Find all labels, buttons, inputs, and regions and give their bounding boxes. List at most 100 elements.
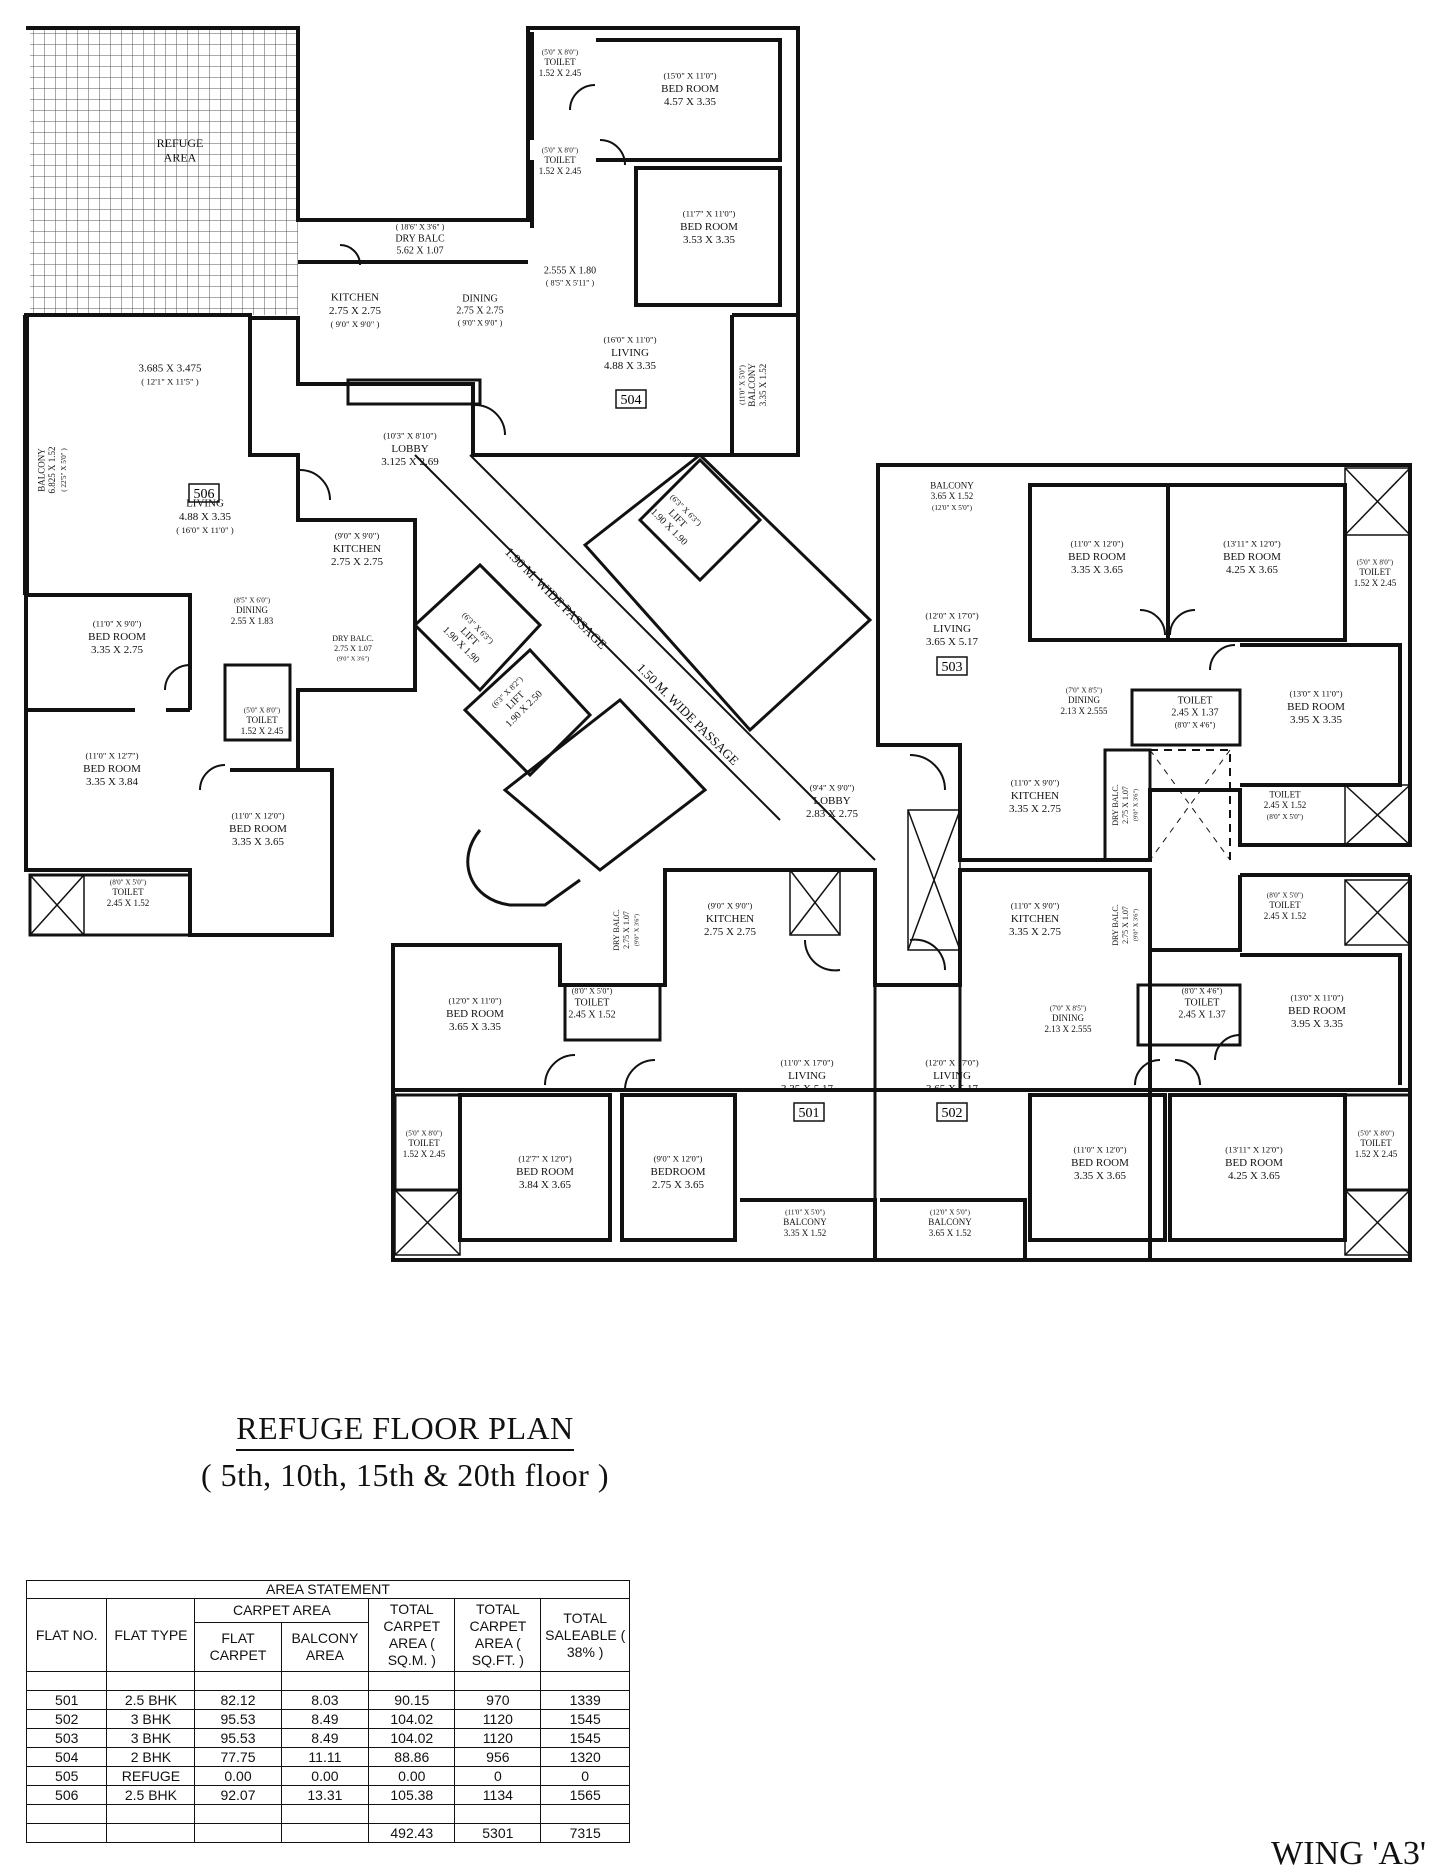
table-cell: 90.15 <box>368 1690 456 1710</box>
area-table-caption: AREA STATEMENT <box>26 1580 630 1599</box>
room-text: 3.53 X 3.35 <box>683 234 735 246</box>
table-cell: 2 BHK <box>106 1747 196 1767</box>
room-text: (5'0" X 8'0") <box>542 48 579 56</box>
room-text: TOILET <box>408 1138 440 1148</box>
room-text: (16'0" X 11'0") <box>603 335 656 345</box>
room-text: 3.35 X 3.84 <box>86 776 138 788</box>
room-text: KITCHEN <box>1011 790 1059 802</box>
room-text: (11'0" X 17'0") <box>780 1058 833 1068</box>
room-text: TOILET <box>1185 998 1220 1009</box>
table-cell <box>194 1671 282 1691</box>
room-text: 3.35 X 2.75 <box>91 644 143 656</box>
room-text: (12'0" X 11'0") <box>448 996 501 1006</box>
room-text: TOILET <box>1178 696 1213 707</box>
room-text: BED ROOM <box>88 631 146 643</box>
room-text: (5'0" X 8'0") <box>542 146 579 154</box>
room-text: 1.52 X 2.45 <box>403 1149 446 1159</box>
table-cell: 505 <box>25 1766 108 1786</box>
room-text: (11'0" X 12'0") <box>1073 1145 1126 1155</box>
room-text: 2.75 X 2.75 <box>329 305 381 317</box>
table-cell: 2.5 BHK <box>106 1690 196 1710</box>
table-cell: 88.86 <box>368 1747 456 1767</box>
flat-number-boxes: 504 506 503 501 502 <box>188 389 968 1122</box>
area-statement-table: AREA STATEMENT FLAT NO. FLAT TYPE CARPET… <box>25 1580 630 1843</box>
room-text: BED ROOM <box>1223 551 1281 563</box>
room-text: 2.45 X 1.52 <box>107 898 150 908</box>
room-text: 2.13 X 2.555 <box>1045 1024 1092 1034</box>
table-cell: 0.00 <box>368 1766 456 1786</box>
table-cell: 1134 <box>454 1785 542 1805</box>
table-cell <box>454 1671 542 1691</box>
table-cell: 104.02 <box>368 1728 456 1748</box>
room-text: 1.52 X 2.45 <box>1355 1149 1398 1159</box>
room-text: 2.555 X 1.80 <box>544 266 596 277</box>
table-cell: 105.38 <box>368 1785 456 1805</box>
table-cell: 970 <box>454 1690 542 1710</box>
room-text: DRY BALC. <box>1111 904 1120 946</box>
table-cell: 492.43 <box>368 1823 456 1843</box>
door-swings <box>164 84 1241 1091</box>
room-text: (9'0" X 3'6") <box>633 914 640 946</box>
room-text: (8'0" X 4'6") <box>1175 721 1216 730</box>
room-text: (11'0" X 5'0") <box>738 365 746 405</box>
table-cell: 504 <box>25 1747 108 1767</box>
room-text: (8'0" X 5'0") <box>1267 813 1304 821</box>
room-text: 3.35 X 5.17 <box>781 1083 833 1095</box>
room-text: (9'0" X 3'6") <box>1132 789 1139 821</box>
room-text: 2.45 X 1.52 <box>568 1010 615 1021</box>
flat-number-503: 503 <box>942 660 963 675</box>
room-text: 2.75 X 2.75 <box>456 306 503 317</box>
room-text: LIVING <box>611 347 649 359</box>
table-cell: 503 <box>25 1728 108 1748</box>
room-text: (10'3" X 8'10") <box>383 431 436 441</box>
room-text: 4.57 X 3.35 <box>664 96 716 108</box>
room-text: TOILET <box>1269 789 1301 799</box>
table-cell: 7315 <box>540 1823 630 1843</box>
room-text: (8'5" X 6'0") <box>234 596 271 604</box>
table-cell: REFUGE <box>106 1766 196 1786</box>
room-text: (13'0" X 11'0") <box>1289 689 1342 699</box>
room-text: DRY BALC. <box>612 909 621 951</box>
room-text: ( 12'1" X 11'5" ) <box>141 376 198 386</box>
room-text: 1.52 X 2.45 <box>539 68 582 78</box>
room-text: BED ROOM <box>83 763 141 775</box>
room-text: AREA <box>164 150 197 164</box>
table-cell <box>194 1804 282 1824</box>
refuge-area-hatch <box>30 30 298 315</box>
room-text: DINING <box>1052 1013 1084 1023</box>
room-label-pass504: 2.555 X 1.80( 8'5" X 5'11" ) <box>544 266 596 288</box>
table-cell: 0.00 <box>194 1766 282 1786</box>
table-cell: 3 BHK <box>106 1728 196 1748</box>
room-text: BED ROOM <box>516 1166 574 1178</box>
room-text: 3.35 X 3.65 <box>1071 564 1123 576</box>
room-text: (7'0" X 8'5") <box>1050 1004 1087 1012</box>
room-text: (13'11" X 12'0") <box>1225 1145 1282 1155</box>
table-cell <box>540 1804 630 1824</box>
table-cell: 1565 <box>540 1785 630 1805</box>
room-text: (12'0" X 5'0") <box>930 1208 971 1216</box>
room-text: DINING <box>1068 695 1100 705</box>
table-cell <box>25 1823 108 1843</box>
room-text: 3.35 X 3.65 <box>232 836 284 848</box>
room-text: LOBBY <box>813 795 850 807</box>
room-text: TOILET <box>544 57 576 67</box>
